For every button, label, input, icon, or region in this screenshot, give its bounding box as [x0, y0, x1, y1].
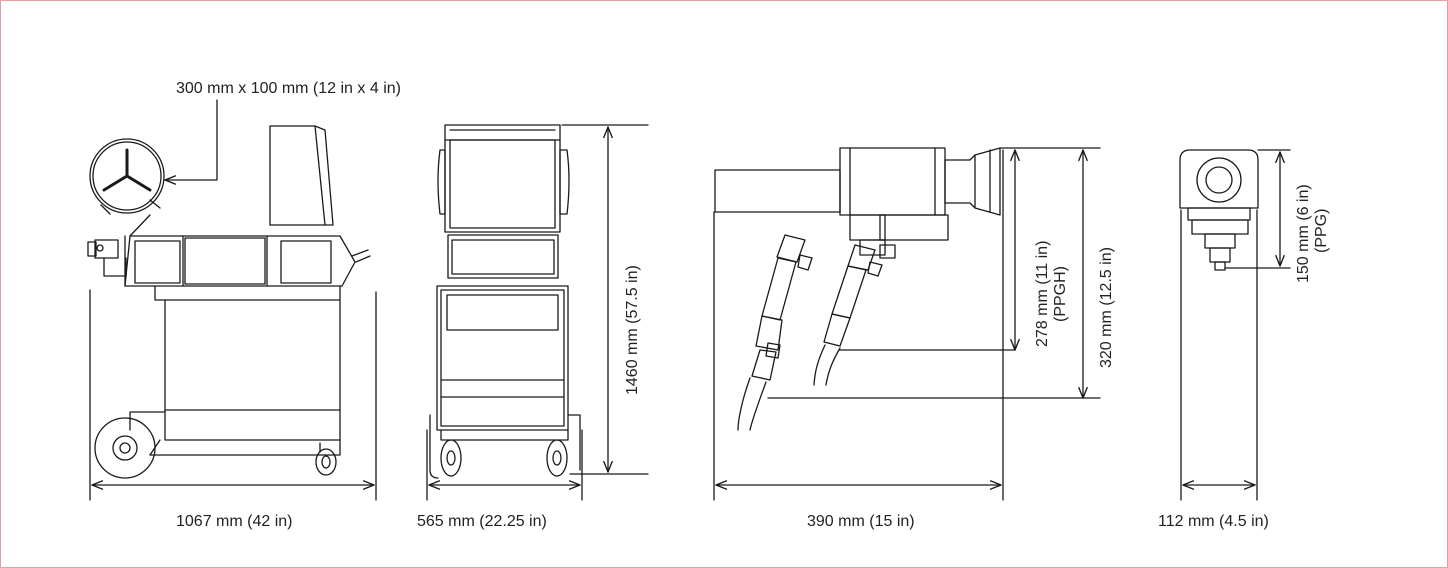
gun-side-view [713, 147, 1101, 501]
spool [89, 138, 165, 214]
gun-height-ppgh-label: 278 mm (11 in) [1034, 240, 1051, 347]
gun-height-ppg-note: (PPG) [1313, 208, 1330, 253]
spool-leader [164, 99, 218, 185]
spool-size-label: 300 mm x 100 mm (12 in x 4 in) [176, 80, 401, 97]
machine-side-view [87, 99, 377, 501]
machine-width-label: 1067 mm (42 in) [176, 513, 293, 530]
front-width-label: 565 mm (22.25 in) [417, 513, 547, 530]
gun-front-width-label: 112 mm (4.5 in) [1158, 513, 1269, 530]
gun-height-320-label: 320 mm (12.5 in) [1098, 247, 1115, 368]
gun-width-label: 390 mm (15 in) [807, 513, 915, 530]
gun-height-ppg-label: 150 mm (6 in) [1295, 184, 1312, 283]
gun-front-view [1179, 149, 1291, 501]
machine-height-label: 1460 mm (57.5 in) [624, 265, 641, 395]
gun-height-ppgh-note: (PPGH) [1052, 266, 1069, 322]
machine-front-view [426, 124, 649, 501]
